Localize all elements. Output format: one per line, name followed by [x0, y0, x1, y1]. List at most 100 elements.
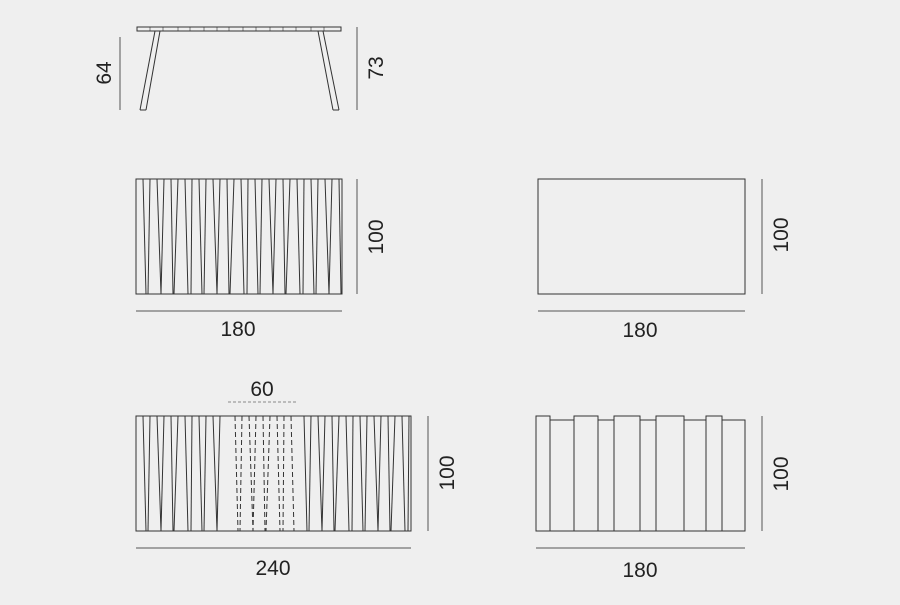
slat-line [170, 178, 174, 295]
slat-line [345, 415, 350, 532]
dim-label-plain-depth: 100 [770, 217, 793, 252]
slat-line [160, 415, 165, 532]
slat-line [321, 415, 326, 532]
dim-label-slatted-width: 180 [220, 318, 255, 341]
dim-label-extended-depth: 100 [436, 455, 459, 490]
staggered-board [655, 415, 685, 532]
slat-line [246, 178, 249, 295]
slat-line [212, 178, 218, 295]
dim-label-staggered-width: 180 [622, 559, 657, 582]
dim-label-extended-width: 240 [255, 557, 290, 580]
top-view-slatted [135, 178, 343, 295]
slat-line [324, 178, 330, 295]
staggered-board [549, 419, 575, 532]
slat-line [198, 178, 203, 295]
side-right-leg [317, 30, 340, 111]
slat-line [173, 178, 179, 295]
top-view-staggered [535, 415, 746, 532]
slat-line [259, 178, 263, 295]
slat-line [390, 415, 396, 532]
slat-line [351, 415, 354, 532]
side-left-leg [139, 30, 161, 111]
extension-leaf-slats [234, 415, 295, 532]
side-view [136, 26, 342, 111]
dim-label-extension: 60 [250, 378, 273, 401]
slat-line [308, 415, 312, 532]
slat-line [331, 415, 335, 532]
slat-line [254, 178, 259, 295]
slat-line [142, 415, 147, 532]
slat-line [317, 415, 323, 532]
slat-line [142, 178, 147, 295]
staggered-board [573, 415, 599, 532]
slat-line [303, 415, 308, 532]
slat-line [190, 415, 193, 532]
slat-line [203, 178, 207, 295]
slat-line [387, 415, 391, 532]
slat-line [407, 415, 410, 532]
slat-line [212, 415, 218, 532]
dim-label-height-total: 73 [365, 56, 388, 79]
extension-slat-line [239, 415, 243, 532]
side-tabletop-joints [149, 27, 325, 31]
slat-line [285, 178, 291, 295]
slat-line [184, 415, 189, 532]
top-view-extended [135, 415, 412, 532]
slat-line [147, 415, 151, 532]
slat-line [272, 178, 277, 295]
slat-line [216, 178, 221, 295]
extended-slats [142, 415, 410, 532]
slat-line [198, 415, 203, 532]
extension-slat-line [276, 415, 281, 532]
extension-slat-line [262, 415, 266, 532]
slat-line [310, 178, 315, 295]
slatted-slats [142, 178, 342, 295]
dim-label-height-under: 64 [93, 61, 116, 85]
slat-line [173, 415, 179, 532]
slat-line [170, 415, 174, 532]
extended-outline [135, 415, 412, 532]
slat-line [338, 178, 342, 295]
slat-line [216, 415, 221, 532]
slat-line [203, 415, 207, 532]
staggered-board [535, 415, 551, 532]
staggered-board [683, 419, 707, 532]
slat-line [328, 178, 333, 295]
staggered-board [613, 415, 641, 532]
slat-line [240, 178, 245, 295]
slat-line [190, 178, 193, 295]
slat-line [226, 178, 230, 295]
dim-label-plain-width: 180 [622, 319, 657, 342]
slat-line [315, 178, 319, 295]
extension-slat-line [252, 415, 257, 532]
staggered-board [721, 419, 746, 532]
plain-outline [537, 178, 746, 295]
top-view-plain [537, 178, 746, 295]
staggered-board [705, 415, 723, 532]
slat-line [364, 415, 368, 532]
slat-line [147, 178, 151, 295]
extension-slat-line [290, 415, 295, 532]
staggered-board [597, 419, 615, 532]
slat-line [401, 415, 406, 532]
side-tabletop [136, 26, 342, 32]
slatted-outline [135, 178, 343, 295]
slat-line [296, 178, 301, 295]
slat-line [184, 178, 189, 295]
dim-label-slatted-depth: 100 [365, 219, 388, 254]
slat-line [160, 178, 165, 295]
slat-line [302, 178, 305, 295]
slat-line [229, 178, 235, 295]
slat-line [156, 178, 162, 295]
slat-line [282, 178, 286, 295]
extension-slat-line [282, 415, 285, 532]
slat-line [156, 415, 162, 532]
slat-line [377, 415, 382, 532]
extension-slat-line [234, 415, 239, 532]
slat-line [373, 415, 379, 532]
slat-line [268, 178, 274, 295]
extension-slat-line [248, 415, 254, 532]
slat-line [334, 415, 340, 532]
